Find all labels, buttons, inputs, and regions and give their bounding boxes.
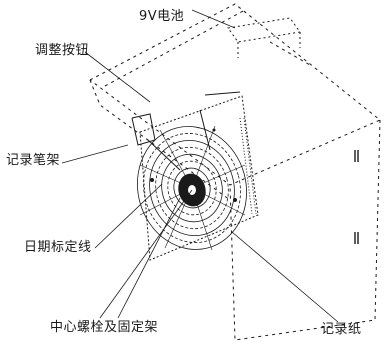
vent-slots (354, 150, 359, 244)
battery-box (227, 17, 301, 58)
label-center-mount: 中心螺栓及固定架 (50, 320, 159, 335)
label-date-line: 日期标定线 (24, 240, 92, 255)
label-9v-battery: 9V电池 (139, 9, 185, 24)
label-pen-holder: 记录笔架 (6, 153, 61, 168)
recorder-housing (89, 3, 381, 341)
pen-markers (150, 128, 237, 202)
label-chart-paper: 记录纸 (321, 322, 362, 337)
label-adjust-knob: 调整按钮 (35, 43, 90, 58)
leader-lines (61, 9, 339, 323)
chart-paper-rings (137, 126, 247, 250)
chart-panel (139, 95, 259, 261)
